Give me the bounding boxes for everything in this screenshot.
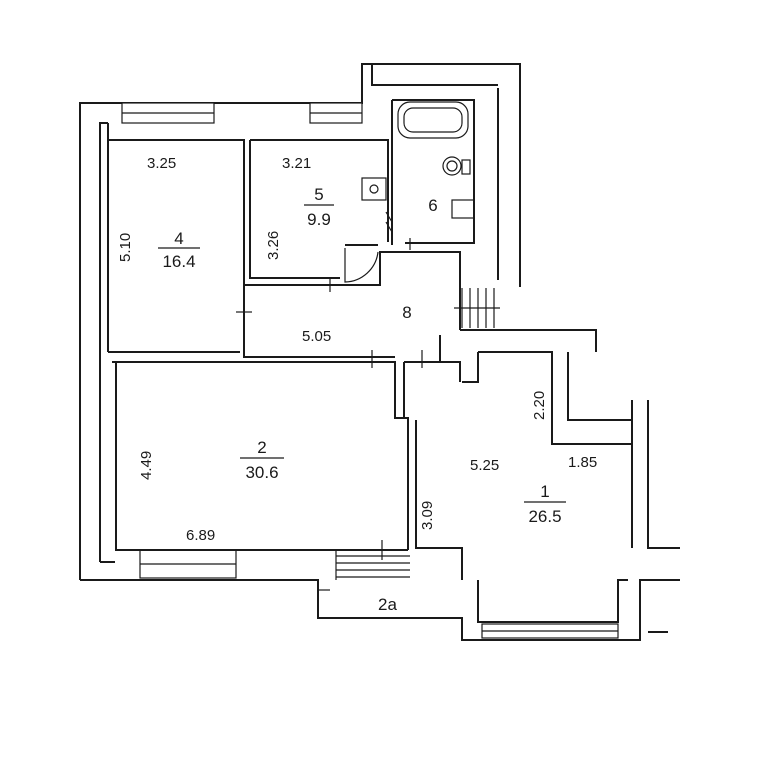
door-room-5 [344,248,379,283]
room-4-width: 3.25 [147,155,176,172]
room-5-width: 3.21 [282,155,311,172]
bathtub [397,101,469,139]
room-4-area: 16.4 [162,252,195,271]
sink-bathroom [451,199,475,219]
interior-walls [108,99,632,623]
room-6-number: 6 [428,196,437,215]
room-1-nook: 2.20 [531,391,548,420]
room-5-length: 3.26 [265,231,282,260]
room-5-area: 9.9 [307,210,331,229]
room-1-length: 3.09 [419,501,436,530]
toilet [442,156,462,176]
sink-room-5 [361,177,387,201]
room-8-number: 8 [402,303,411,322]
room-2-length: 4.49 [138,451,155,480]
entrance-stairs [454,288,500,328]
room-1-width: 5.25 [470,457,499,474]
room-4-number: 4 [174,229,183,248]
fixtures [361,101,475,233]
windows [121,102,619,639]
room-2a-number: 2a [378,595,397,614]
room-1-side: 1.85 [568,454,597,471]
room-2-number: 2 [257,438,266,457]
outer-walls [79,63,680,641]
balcony-stairs [335,550,410,580]
room-2-width: 6.89 [186,527,215,544]
room-2-area: 30.6 [245,463,278,482]
room-1-area: 26.5 [528,507,561,526]
doors [236,238,423,560]
room-8-length: 5.05 [302,328,331,345]
room-5-number: 5 [314,185,323,204]
room-4-length: 5.10 [117,233,134,262]
room-1-number: 1 [540,482,549,501]
